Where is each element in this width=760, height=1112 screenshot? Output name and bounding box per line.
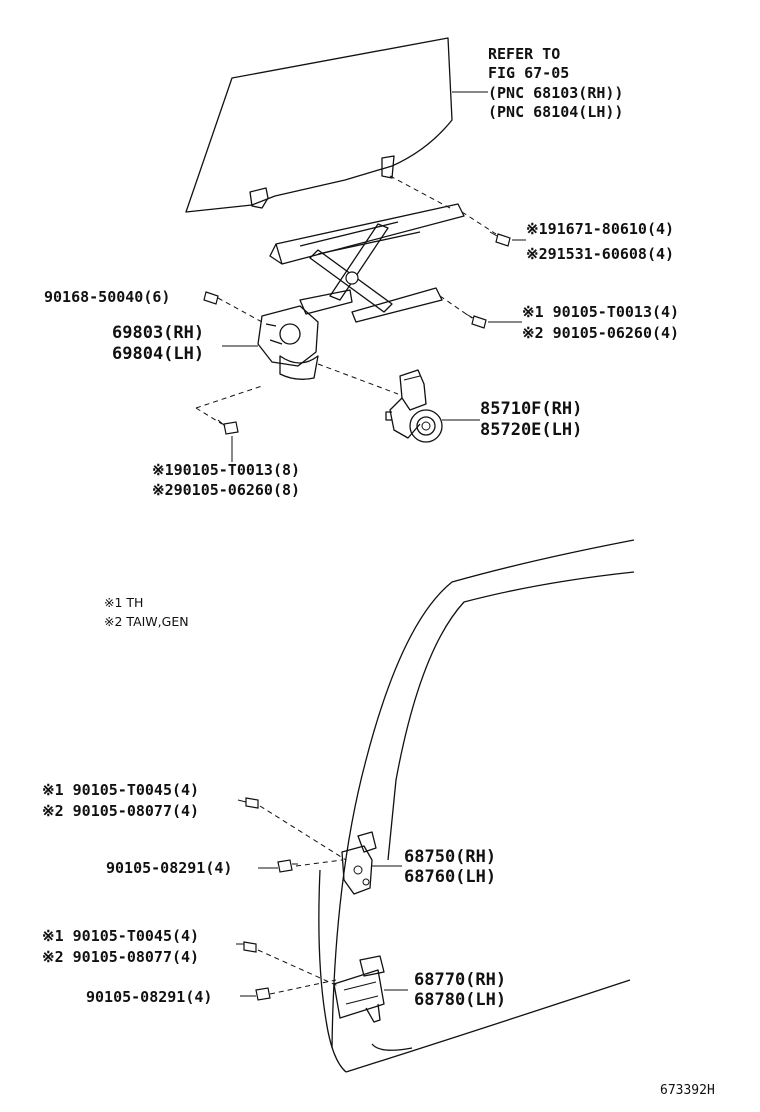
motor-lh-label: 85720E(LH): [480, 420, 582, 440]
hinge-low-rh-label: 68770(RH): [414, 970, 506, 990]
lower-hinge-dash-b: [269, 979, 337, 995]
hinge-low-lh-label: 68780(LH): [414, 990, 506, 1010]
motor-rh-label: 85710F(RH): [480, 399, 582, 419]
bolt-low-label-2: ※290105-06260(8): [152, 481, 300, 499]
upper-hinge-dash-b: [295, 859, 343, 867]
bolt-top-label-2: ※291531-60608(4): [526, 245, 674, 263]
lower-hinge-bolt-a: [243, 941, 257, 953]
hinge-low-bolt-label-1: ※1 90105-T0045(4): [42, 927, 199, 945]
door-glass: [185, 37, 453, 213]
bolt-head-low: [217, 419, 239, 435]
refer-line-3: (PNC 68103(RH)): [488, 84, 623, 102]
hinge-low-bolt-label-2: ※2 90105-08077(4): [42, 948, 199, 966]
hinge-low-bolt-label-3: 90105-08291(4): [86, 988, 212, 1006]
figure-code: 673392H: [660, 1083, 715, 1098]
upper-leaders: [222, 239, 526, 462]
door-body: [318, 539, 635, 1073]
bolt-mid-label-2: ※2 90105-06260(4): [522, 324, 679, 342]
regulator-rh-label: 69803(RH): [112, 323, 204, 343]
upper-dash-lines: [195, 211, 497, 425]
note-2: ※2 TAIW,GEN: [104, 614, 189, 629]
refer-line-4: (PNC 68104(LH)): [488, 103, 623, 121]
refer-line-1: REFER TO: [488, 45, 560, 63]
upper-hinge: [341, 831, 377, 895]
regulator-lh-label: 69804(LH): [112, 344, 204, 364]
upper-hinge-dash-a: [259, 805, 347, 861]
bolt-top-label-1: ※191671-80610(4): [526, 220, 674, 238]
bolt-head-left: [203, 291, 219, 305]
upper-hinge-bolt-b: [277, 859, 298, 873]
lower-hinge: [333, 955, 385, 1023]
refer-line-2: FIG 67-05: [488, 64, 569, 82]
upper-hinge-bolt-a: [237, 797, 259, 809]
glass-dash: [389, 175, 451, 209]
bolt-mid-label-1: ※1 90105-T0013(4): [522, 303, 679, 321]
hinge-up-lh-label: 68760(LH): [404, 867, 496, 887]
hinge-up-bolt-label-3: 90105-08291(4): [106, 859, 232, 877]
window-regulator: [257, 203, 465, 380]
hinge-up-bolt-label-2: ※2 90105-08077(4): [42, 802, 199, 820]
bolt-head-mid-right: [465, 313, 487, 329]
hinge-up-bolt-label-1: ※1 90105-T0045(4): [42, 781, 199, 799]
lower-hinge-bolt-b: [255, 987, 271, 1001]
bolt-low-label-1: ※190105-T0013(8): [152, 461, 300, 479]
note-1: ※1 TH: [104, 595, 143, 610]
bolt-head-top-right: [489, 231, 511, 247]
power-window-motor: [385, 369, 443, 443]
hinge-up-rh-label: 68750(RH): [404, 847, 496, 867]
bolt-left-label: 90168-50040(6): [44, 288, 170, 306]
lower-hinge-dash-a: [257, 949, 339, 987]
